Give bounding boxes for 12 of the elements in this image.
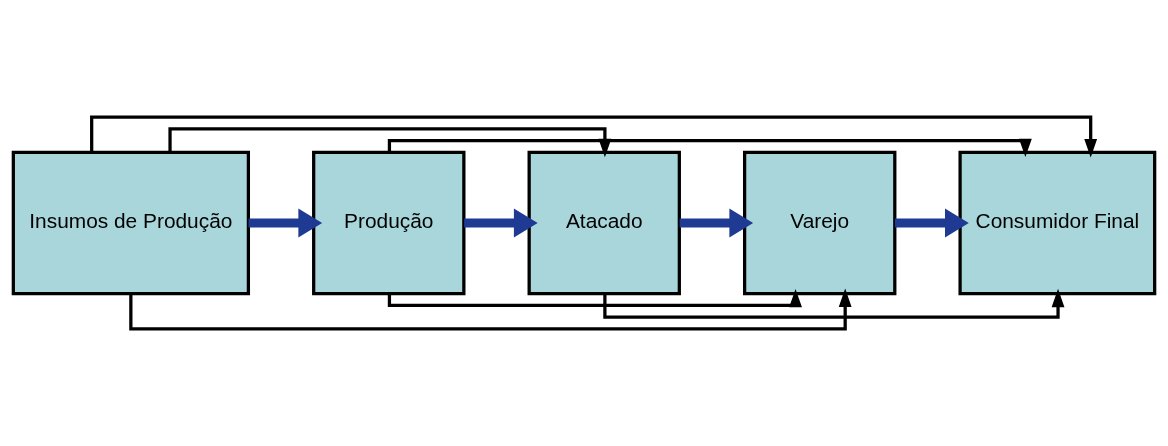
arrow — [679, 208, 754, 238]
node-box: Atacado — [527, 150, 681, 296]
arrow — [248, 208, 323, 238]
arrow — [464, 208, 538, 238]
arrow — [894, 208, 969, 238]
node-box: Varejo — [743, 150, 897, 296]
node-box: Insumos de Produção — [11, 150, 250, 296]
arrow — [603, 288, 1065, 319]
node-box: Consumidor Final — [958, 150, 1157, 296]
arrow — [387, 288, 802, 308]
node-box: Produção — [312, 150, 466, 296]
arrow — [129, 288, 852, 331]
